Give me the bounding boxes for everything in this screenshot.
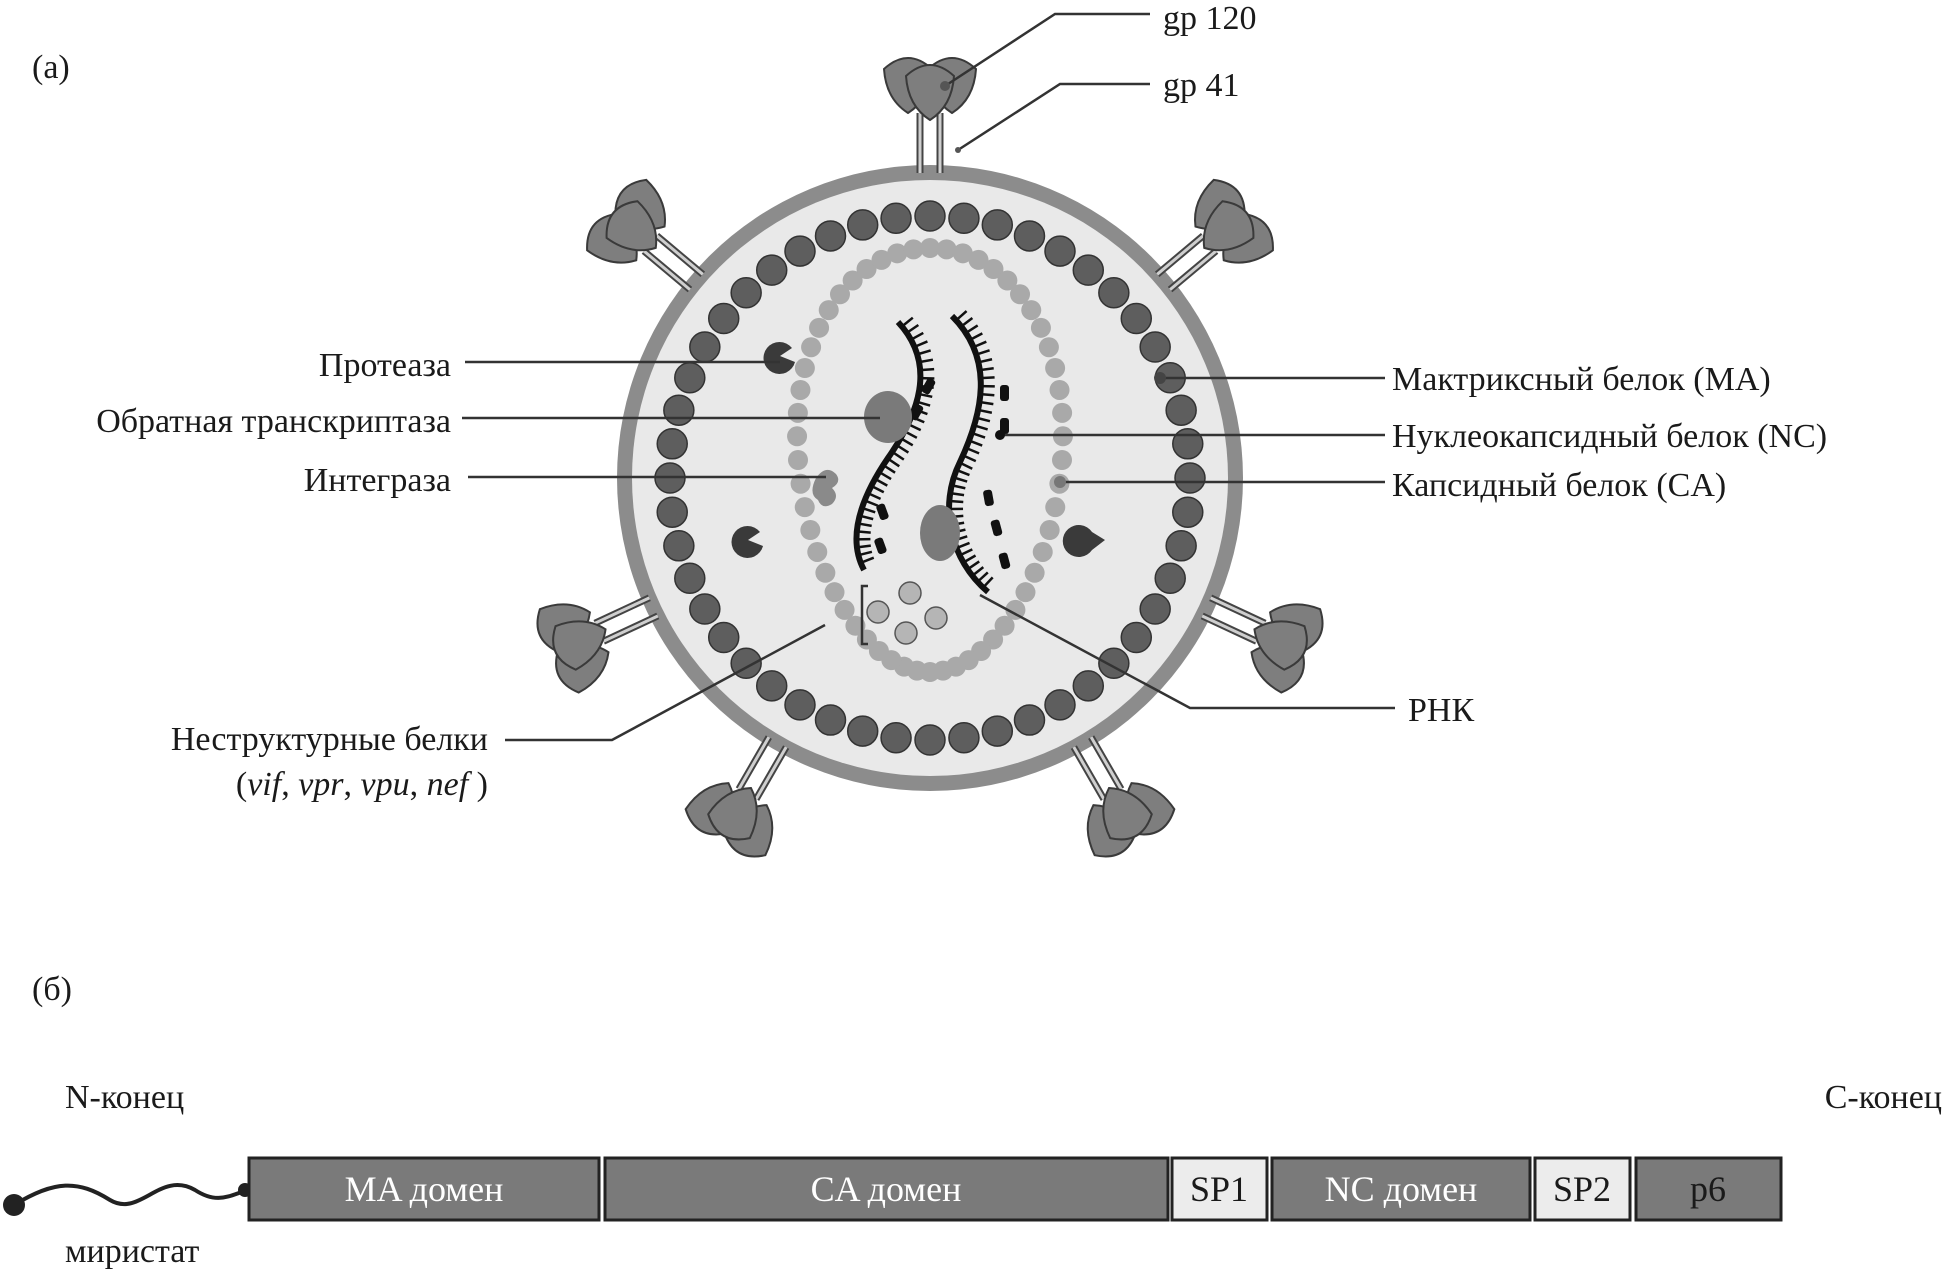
label-c-terminus: C-конец bbox=[1825, 1079, 1942, 1116]
label-nucleocapsid-protein: Нуклеокапсидный белок (NC) bbox=[1392, 418, 1827, 455]
gag-domains: MA домен CA домен SP1 NC домен SP2 p6 bbox=[247, 1156, 1783, 1222]
p6-label: p6 bbox=[1690, 1169, 1726, 1209]
capsid-shell bbox=[787, 238, 1073, 682]
label-gp41: gp 41 bbox=[1163, 67, 1240, 104]
label-gp120: gp 120 bbox=[1163, 0, 1257, 37]
nc-domain-box bbox=[1270, 1156, 1532, 1222]
ma-domain-label: MA домен bbox=[345, 1169, 504, 1209]
label-capsid-protein: Капсидный белок (CA) bbox=[1392, 467, 1726, 504]
reverse-transcriptase-blob-2 bbox=[920, 505, 960, 561]
virion-interior bbox=[632, 180, 1228, 776]
sp2-label: SP2 bbox=[1553, 1169, 1611, 1209]
label-rna: РНК bbox=[1408, 692, 1474, 729]
label-myristate: миристат bbox=[65, 1233, 199, 1270]
sp1-box bbox=[1170, 1156, 1269, 1222]
envelope-spikes bbox=[536, 57, 1324, 858]
label-nonstructural-proteins: Неструктурные белки bbox=[171, 721, 488, 758]
sp2-box bbox=[1533, 1156, 1632, 1222]
label-n-terminus: N-конец bbox=[65, 1079, 184, 1116]
label-integrase: Интеграза bbox=[304, 462, 451, 499]
reverse-transcriptase-blob bbox=[864, 391, 912, 443]
panel-b-tag: (б) bbox=[32, 971, 72, 1008]
ca-domain-box bbox=[603, 1156, 1170, 1222]
virion bbox=[536, 57, 1324, 858]
label-protease: Протеаза bbox=[319, 347, 451, 384]
nc-domain-label: NC домен bbox=[1325, 1169, 1478, 1209]
panel-a-tag: (а) bbox=[32, 49, 70, 86]
integrase-blob bbox=[812, 469, 839, 507]
ma-domain-box bbox=[247, 1156, 601, 1222]
label-reverse-transcriptase: Обратная транскриптаза bbox=[96, 403, 451, 440]
leader-lines bbox=[462, 12, 1395, 742]
p6-box bbox=[1634, 1156, 1783, 1222]
rna-strands bbox=[853, 310, 1011, 595]
nonstructural-proteins bbox=[860, 581, 948, 646]
protease-molecules bbox=[731, 341, 1105, 558]
myristate-tail bbox=[3, 1183, 252, 1216]
sp1-label: SP1 bbox=[1190, 1169, 1248, 1209]
label-matrix-protein: Мактриксный белок (MA) bbox=[1392, 361, 1771, 398]
label-nonstructural-list: (vif, vpr, vpu, nef ) bbox=[236, 766, 488, 803]
ca-domain-label: CA домен bbox=[811, 1169, 962, 1209]
